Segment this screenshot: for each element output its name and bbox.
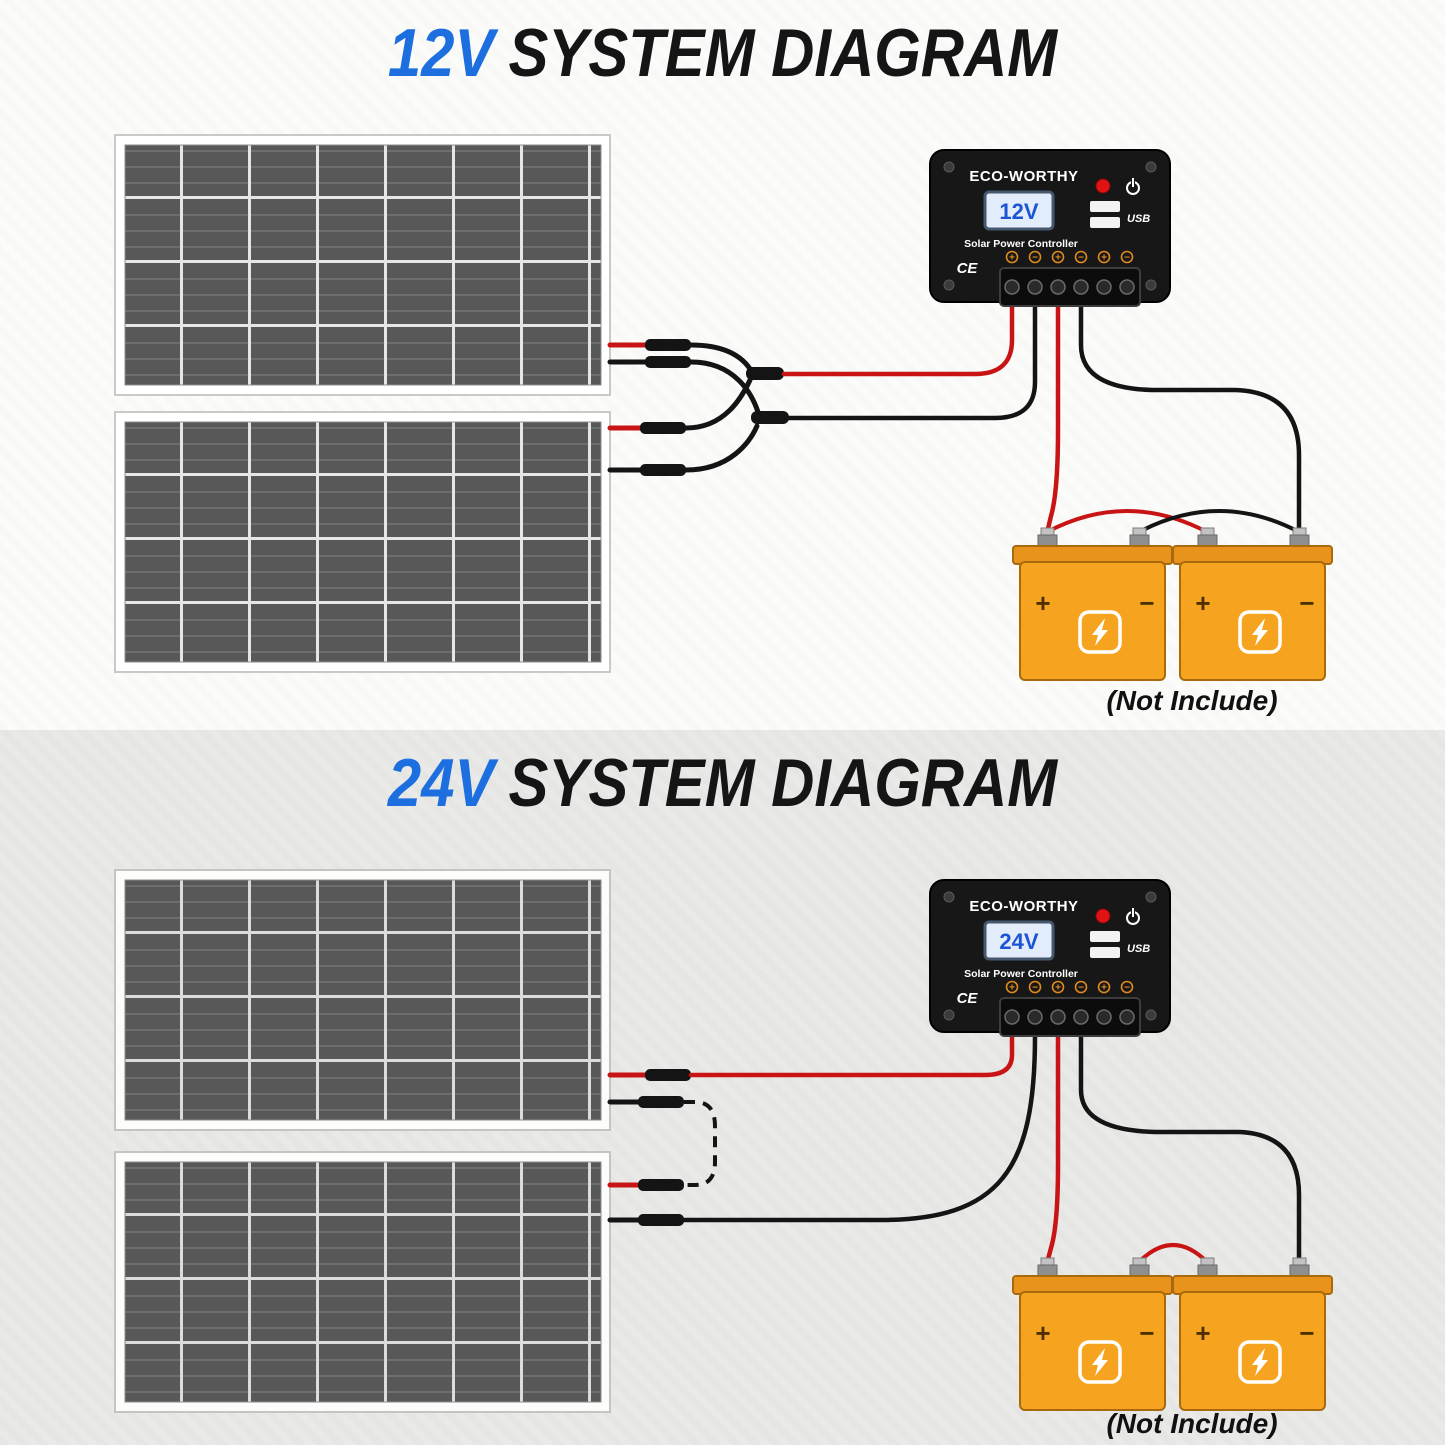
- power-led-icon: [1095, 178, 1111, 194]
- title-text: SYSTEM DIAGRAM: [508, 745, 1058, 821]
- svg-text:−: −: [1078, 983, 1084, 994]
- svg-text:−: −: [1124, 253, 1130, 264]
- battery-1: + −: [1011, 1256, 1174, 1412]
- terminal-screws: [1004, 279, 1135, 295]
- battery-plus-label: +: [1195, 1318, 1210, 1348]
- battery-jumper-series: [1137, 1243, 1209, 1264]
- battery-1: + −: [1011, 526, 1174, 682]
- controller-brand: ECO-WORTHY: [969, 898, 1078, 915]
- lcd-screen: [983, 190, 1055, 231]
- controller-screws: [943, 891, 1157, 1021]
- svg-text:+: +: [1055, 983, 1061, 994]
- pv-positive-wire: [781, 303, 1015, 377]
- battery-negative-wire: [1078, 303, 1302, 533]
- solar-panel-1: [114, 869, 611, 1131]
- svg-text:+: +: [1009, 983, 1015, 994]
- terminal-symbols: [1005, 980, 1134, 994]
- battery-2: + −: [1171, 526, 1334, 682]
- svg-text:+: +: [1101, 983, 1107, 994]
- title-text: SYSTEM DIAGRAM: [508, 15, 1058, 91]
- battery-plus-label: +: [1035, 588, 1050, 618]
- usb-label: USB: [1127, 943, 1150, 955]
- terminal-screws: [1004, 1009, 1135, 1025]
- controller-subtitle: Solar Power Controller: [964, 238, 1078, 250]
- solar-panel-2: [114, 411, 611, 673]
- charge-controller: ECO-WORTHY 12V USB Solar Power Controlle…: [929, 149, 1171, 307]
- title-voltage: 12V: [387, 15, 495, 91]
- usb-ports-icon: [1090, 201, 1120, 228]
- controller-subtitle: Solar Power Controller: [964, 968, 1078, 980]
- svg-text:−: −: [1124, 983, 1130, 994]
- y-branch-connectors: [683, 342, 789, 473]
- title-voltage: 24V: [387, 745, 495, 821]
- usb-label: USB: [1127, 213, 1150, 225]
- terminal-symbols: [1005, 250, 1134, 264]
- battery-positive-wire: [1044, 1033, 1061, 1266]
- battery-plus-label: +: [1195, 588, 1210, 618]
- svg-text:−: −: [1032, 253, 1038, 264]
- power-icon: [1126, 908, 1140, 925]
- battery-negative-wire: [1078, 1033, 1302, 1263]
- lcd-screen: [983, 920, 1055, 961]
- terminal-symbol-signs: + − + − + −: [1009, 983, 1130, 994]
- terminal-symbol-signs: + − + − + −: [1009, 253, 1130, 264]
- battery-2: + −: [1171, 1256, 1334, 1412]
- charge-controller: ECO-WORTHY 24V USB Solar Power Controlle…: [929, 879, 1171, 1037]
- not-include-note: (Not Include): [1106, 1408, 1277, 1439]
- pv-negative-wire: [786, 303, 1038, 421]
- svg-text:+: +: [1009, 253, 1015, 264]
- solar-panel-2: [114, 1151, 611, 1413]
- lcd-voltage: 12V: [999, 199, 1038, 224]
- svg-text:+: +: [1055, 253, 1061, 264]
- ce-mark: CE: [957, 260, 979, 277]
- battery-minus-label: −: [1139, 588, 1154, 618]
- controller-brand: ECO-WORTHY: [969, 168, 1078, 185]
- battery-positive-wire: [1044, 303, 1061, 536]
- battery-plus-label: +: [1035, 1318, 1050, 1348]
- lcd-voltage: 24V: [999, 929, 1038, 954]
- svg-text:−: −: [1032, 983, 1038, 994]
- solar-panel-1: [114, 134, 611, 396]
- battery-minus-label: −: [1139, 1318, 1154, 1348]
- pv-negative-wire: [681, 1033, 1038, 1223]
- power-led-icon: [1095, 908, 1111, 924]
- usb-ports-icon: [1090, 931, 1120, 958]
- battery-jumper-negative: [1137, 509, 1301, 534]
- terminal-block: [999, 267, 1141, 307]
- series-link-wire: [684, 1100, 717, 1187]
- not-include-note: (Not Include): [1106, 685, 1277, 716]
- power-icon: [1126, 178, 1140, 195]
- battery-minus-label: −: [1299, 588, 1314, 618]
- svg-text:−: −: [1078, 253, 1084, 264]
- terminal-block: [999, 997, 1141, 1037]
- controller-screws: [943, 161, 1157, 291]
- ce-mark: CE: [957, 990, 979, 1007]
- battery-jumper-positive: [1045, 509, 1209, 534]
- mc4-connectors: [607, 339, 691, 476]
- battery-minus-label: −: [1299, 1318, 1314, 1348]
- mc4-connectors: [607, 1069, 691, 1226]
- svg-text:+: +: [1101, 253, 1107, 264]
- pv-positive-wire: [688, 1033, 1015, 1078]
